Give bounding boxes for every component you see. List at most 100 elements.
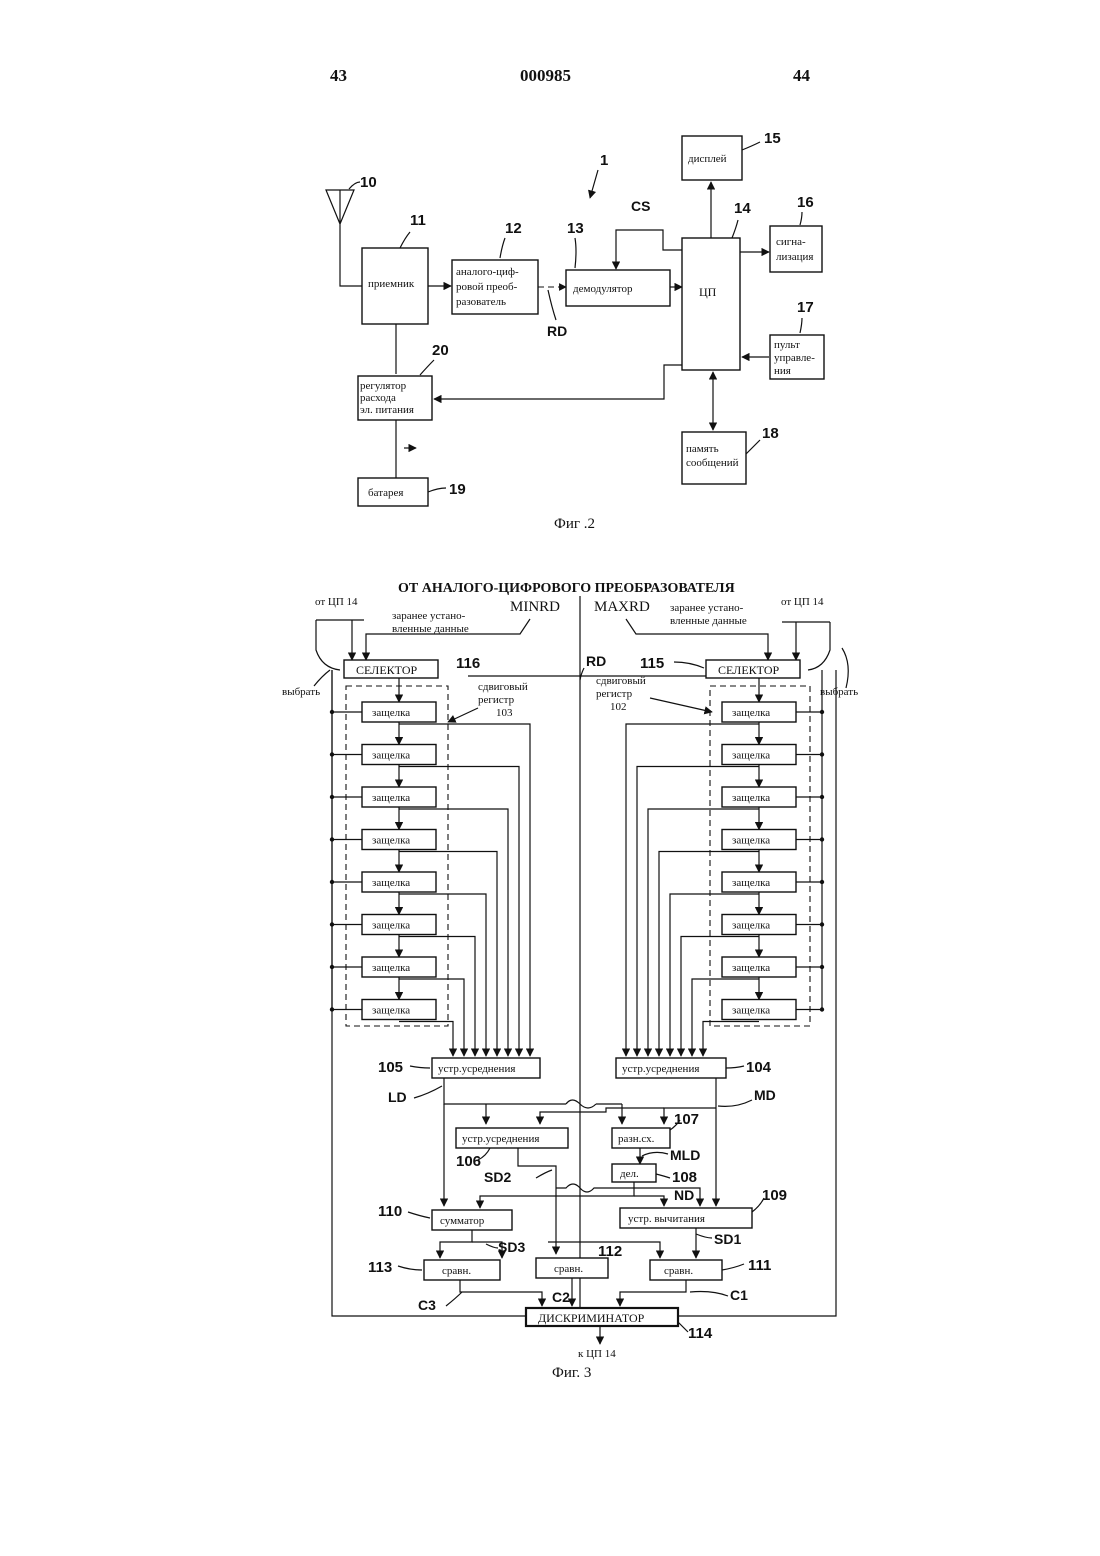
- latch-label-L-7: защелка: [372, 962, 410, 974]
- power-regulator-label-3: эл. питания: [360, 404, 414, 416]
- minrd-label: MINRD: [510, 599, 560, 615]
- control-panel-label-2: управле-: [774, 352, 815, 364]
- receiver-label: приемник: [368, 278, 415, 290]
- preset-right-label-2: вленные данные: [670, 615, 747, 627]
- display-label: дисплей: [688, 153, 727, 165]
- shift-register-right-label-2: регистр: [596, 688, 633, 700]
- discriminator-number: 114: [688, 1325, 713, 1342]
- latch-label-R-2: защелка: [732, 750, 770, 762]
- latch-label-L-8: защелка: [372, 1005, 410, 1017]
- discriminator-label: ДИСКРИМИНАТОР: [538, 1311, 645, 1325]
- display-number: 15: [764, 130, 781, 147]
- adc-label-1: аналого-циф-: [456, 266, 519, 278]
- comparator-right-label: сравн.: [664, 1265, 693, 1277]
- shift-register-right-label-1: сдвиговый: [596, 675, 646, 687]
- preset-left-label-1: заранее устано-: [392, 610, 466, 622]
- sd2-label: SD2: [484, 1169, 511, 1185]
- c2-label: C2: [552, 1289, 570, 1305]
- signaling-label-1: сигна-: [776, 236, 806, 248]
- rd-signal-label: RD: [547, 323, 567, 339]
- comparator-mid-label: сравн.: [554, 1263, 583, 1275]
- adc-number: 12: [505, 220, 522, 237]
- shift-register-left-label-2: регистр: [478, 694, 515, 706]
- figure-3: ОТ АНАЛОГО-ЦИФРОВОГО ПРЕОБРАЗОВАТЕЛЯ MIN…: [282, 581, 858, 1381]
- demodulator-label: демодулятор: [573, 283, 633, 295]
- rd-label: RD: [586, 653, 606, 669]
- shift-register-left-label-3: 103: [496, 707, 513, 719]
- antenna-icon: [326, 190, 362, 286]
- md-label: MD: [754, 1087, 776, 1103]
- averager-right-number: 104: [746, 1059, 772, 1076]
- latch-output-R-6: [681, 937, 759, 1057]
- battery-number: 19: [449, 481, 466, 498]
- adder-number: 110: [378, 1203, 402, 1220]
- latch-label-L-6: защелка: [372, 920, 410, 932]
- maxrd-label: MAXRD: [594, 599, 650, 615]
- latch-label-L-4: защелка: [372, 835, 410, 847]
- shift-register-left-label-1: сдвиговый: [478, 681, 528, 693]
- averager-right-label: устр.усреднения: [622, 1063, 699, 1075]
- ld-label: LD: [388, 1089, 407, 1105]
- message-memory-label-1: память: [686, 443, 719, 455]
- c1-label: C1: [730, 1287, 748, 1303]
- averager-mid-label: устр.усреднения: [462, 1133, 539, 1145]
- latch-label-R-3: защелка: [732, 792, 770, 804]
- to-cpu-label: к ЦП 14: [578, 1348, 616, 1360]
- select-left-label: выбрать: [282, 686, 320, 698]
- nd-label: ND: [674, 1187, 694, 1203]
- latch-output-R-8: [703, 1022, 759, 1057]
- receiver-number: 11: [410, 212, 426, 229]
- selector-right-label: СЕЛЕКТОР: [718, 663, 779, 677]
- difference-label: разн.сх.: [618, 1133, 655, 1145]
- latch-label-L-1: защелка: [372, 707, 410, 719]
- adc-label-2: ровой преоб-: [456, 281, 518, 293]
- preset-right-label-1: заранее устано-: [670, 602, 744, 614]
- figure-2-caption: Фиг .2: [554, 516, 595, 532]
- selector-left-label: СЕЛЕКТОР: [356, 663, 417, 677]
- mld-label: MLD: [670, 1147, 700, 1163]
- latches-left: защелка защелка защелка защелка защелка защел…: [330, 670, 530, 1056]
- figure-2: 10 приемник 11 аналого-циф- ровой преоб-…: [326, 130, 824, 532]
- comparator-mid-number: 112: [598, 1243, 622, 1260]
- comparator-left-label: сравн.: [442, 1265, 471, 1277]
- cpu-number: 14: [734, 200, 751, 217]
- divider-number: 108: [672, 1169, 697, 1186]
- latch-label-R-1: защелка: [732, 707, 770, 719]
- demodulator-number: 13: [567, 220, 584, 237]
- latch-label-R-7: защелка: [732, 962, 770, 974]
- message-memory-number: 18: [762, 425, 779, 442]
- control-panel-number: 17: [797, 299, 814, 316]
- sd1-label: SD1: [714, 1231, 741, 1247]
- selector-left-number: 116: [456, 655, 480, 672]
- message-memory-label-2: сообщений: [686, 457, 739, 469]
- signaling-label-2: лизация: [776, 251, 813, 263]
- latch-label-R-8: защелка: [732, 1005, 770, 1017]
- select-right-label: выбрать: [820, 686, 858, 698]
- power-regulator-label-2: расхода: [360, 392, 396, 404]
- comparator-right-number: 111: [748, 1257, 771, 1274]
- power-regulator-number: 20: [432, 342, 449, 359]
- adder-label: сумматор: [440, 1215, 485, 1227]
- figure-3-caption: Фиг. 3: [552, 1365, 591, 1381]
- subtractor-number: 109: [762, 1187, 787, 1204]
- latch-label-R-6: защелка: [732, 920, 770, 932]
- averager-left-number: 105: [378, 1059, 403, 1076]
- subtractor-label: устр. вычитания: [628, 1213, 705, 1225]
- latch-label-L-5: защелка: [372, 877, 410, 889]
- from-cpu-left-label: от ЦП 14: [315, 596, 358, 608]
- averager-left-label: устр.усреднения: [438, 1063, 515, 1075]
- latch-label-R-4: защелка: [732, 835, 770, 847]
- system-number: 1: [600, 152, 608, 169]
- selector-right-number: 115: [640, 655, 664, 672]
- preset-left-label-2: вленные данные: [392, 623, 469, 635]
- cpu-block: [682, 238, 740, 370]
- averager-mid-number: 106: [456, 1153, 481, 1170]
- cpu-label: ЦП: [699, 285, 717, 299]
- antenna-number: 10: [360, 174, 377, 191]
- latch-output-L-8: [399, 1022, 453, 1057]
- cs-signal-label: CS: [631, 198, 650, 214]
- latch-label-L-3: защелка: [372, 792, 410, 804]
- control-panel-label-3: ния: [774, 365, 791, 377]
- shift-register-right-label-3: 102: [610, 701, 627, 713]
- adc-label-3: разователь: [456, 296, 506, 308]
